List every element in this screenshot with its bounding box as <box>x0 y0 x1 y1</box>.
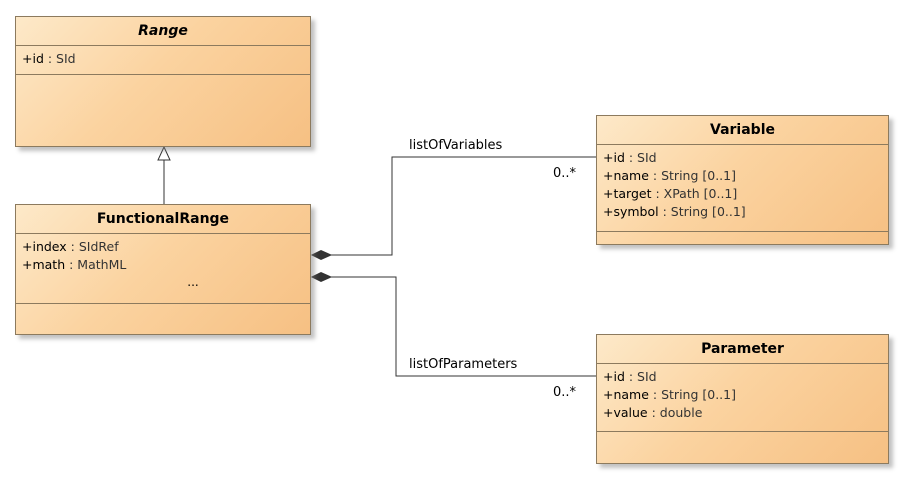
attribute-row: +value : double <box>603 404 882 422</box>
attribute-name: +id <box>603 369 625 384</box>
attribute-type: : SId <box>624 369 657 384</box>
attribute-row: +name : String [0..1] <box>603 167 882 185</box>
attribute-name: +math <box>22 257 66 272</box>
role-list-of-parameters: listOfParameters <box>409 357 518 372</box>
attributes-ellipsis: ... <box>187 275 199 289</box>
attribute-row: +id : SId <box>603 149 882 167</box>
attribute-type: : SIdRef <box>66 239 119 254</box>
class-variable-attributes: +id : SId +name : String [0..1] +target … <box>597 145 888 232</box>
composition-diamond-parameters <box>310 271 333 283</box>
composition-diamond-variables <box>310 249 333 261</box>
attribute-type: : String [0..1] <box>648 168 736 183</box>
attribute-row: +math : MathML <box>22 256 304 274</box>
class-parameter[interactable]: Parameter +id : SId +name : String [0..1… <box>596 334 889 464</box>
multiplicity-parameters: 0..* <box>553 385 577 400</box>
attribute-row: +id : SId <box>22 50 304 68</box>
attribute-name: +name <box>603 387 649 402</box>
class-functional-range-name: FunctionalRange <box>16 205 310 234</box>
attribute-name: +value <box>603 405 648 420</box>
class-range-name: Range <box>16 17 310 46</box>
attribute-name: +id <box>22 51 44 66</box>
class-variable-name: Variable <box>597 116 888 145</box>
association-variables-line <box>331 156 596 256</box>
attribute-name: +id <box>603 150 625 165</box>
attribute-type: : String [0..1] <box>648 387 736 402</box>
attribute-type: : XPath [0..1] <box>651 186 738 201</box>
generalization-arrowhead <box>157 145 171 161</box>
class-range[interactable]: Range +id : SId <box>15 16 311 147</box>
attribute-row: +target : XPath [0..1] <box>603 185 882 203</box>
class-variable[interactable]: Variable +id : SId +name : String [0..1]… <box>596 115 889 245</box>
attribute-name: +target <box>603 186 652 201</box>
attribute-type: : SId <box>624 150 657 165</box>
role-list-of-variables: listOfVariables <box>409 138 503 153</box>
class-functional-range[interactable]: FunctionalRange +index : SIdRef +math : … <box>15 204 311 335</box>
class-parameter-attributes: +id : SId +name : String [0..1] +value :… <box>597 364 888 432</box>
attribute-name: +name <box>603 168 649 183</box>
attribute-type: : SId <box>43 51 76 66</box>
attribute-name: +symbol <box>603 204 659 219</box>
attribute-row: +id : SId <box>603 368 882 386</box>
attribute-type: : MathML <box>65 257 127 272</box>
attribute-type: : String [0..1] <box>658 204 746 219</box>
attribute-type: : double <box>647 405 703 420</box>
class-functional-range-attributes: +index : SIdRef +math : MathML ... <box>16 234 310 304</box>
class-parameter-name: Parameter <box>597 335 888 364</box>
class-range-attributes: +id : SId <box>16 46 310 75</box>
attribute-row: +index : SIdRef <box>22 238 304 256</box>
association-parameters-line <box>331 276 596 377</box>
attribute-name: +index <box>22 239 67 254</box>
multiplicity-variables: 0..* <box>553 166 577 181</box>
attribute-row: +symbol : String [0..1] <box>603 203 882 221</box>
attribute-row: +name : String [0..1] <box>603 386 882 404</box>
